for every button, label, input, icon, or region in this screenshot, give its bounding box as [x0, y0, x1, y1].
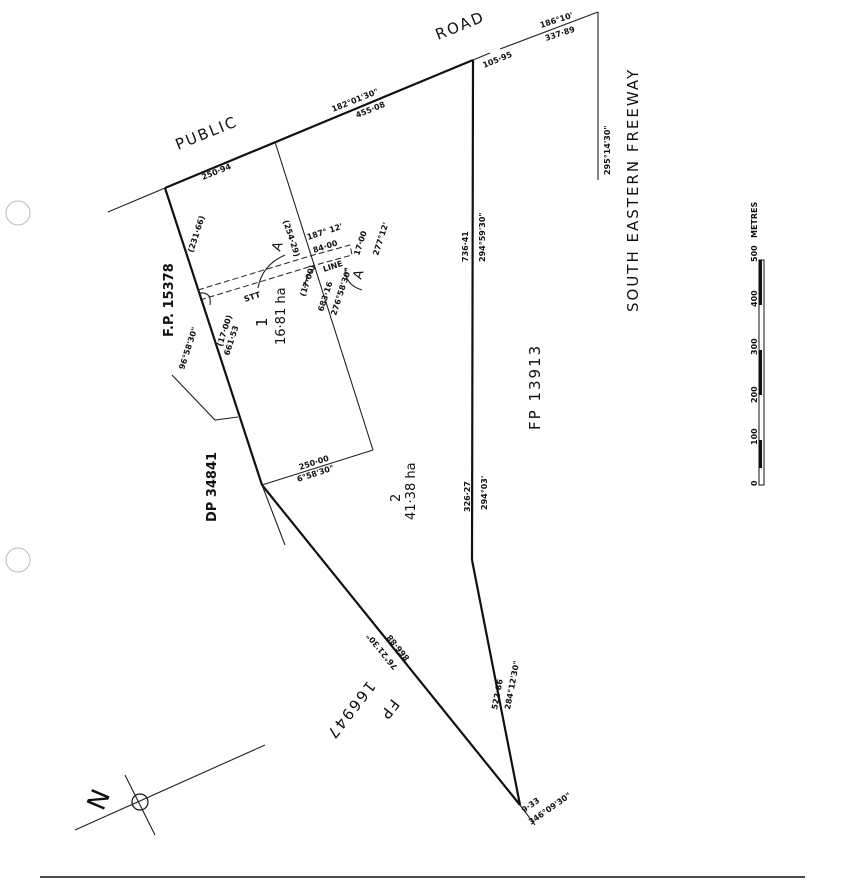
east-boundary-lower — [470, 559, 522, 806]
svg-text:250·94: 250·94 — [200, 162, 232, 182]
svg-text:N: N — [82, 785, 117, 815]
adjoining-boundary — [171, 374, 239, 421]
svg-text:A: A — [351, 268, 368, 281]
scale-tick-label: 100 — [750, 428, 759, 445]
svg-text:187° 12': 187° 12' — [306, 222, 344, 242]
lot-number: 2 — [389, 494, 404, 502]
svg-text:17·00: 17·00 — [352, 229, 369, 256]
north-arrow-icon: N — [74, 744, 266, 836]
leader-arrow-icon — [304, 267, 316, 289]
road-boundary-east — [499, 11, 599, 50]
punch-hole — [5, 547, 31, 573]
boundary-extension — [519, 804, 536, 826]
easement-line — [309, 244, 353, 267]
west-boundary — [163, 187, 264, 486]
adjoining-fp166947: 166947 — [322, 678, 379, 744]
section-arrow-icon — [344, 267, 363, 291]
road-boundary-gap — [472, 52, 491, 61]
svg-text:326·27: 326·27 — [463, 481, 472, 512]
svg-text:346°09'30": 346°09'30" — [527, 791, 573, 827]
road-boundary-west — [107, 187, 166, 213]
lot-number: 1 — [253, 315, 271, 327]
svg-text:522·86: 522·86 — [490, 678, 505, 710]
easement-line — [197, 255, 311, 291]
svg-text:A: A — [270, 240, 287, 253]
scale-tick-label: 0 — [750, 480, 759, 486]
easement-line — [199, 265, 313, 301]
adjoining-fp166947: FP — [375, 696, 403, 724]
adjoining-fp15378: F.P. 15378 — [162, 263, 177, 337]
svg-text:STT: STT — [243, 290, 262, 304]
road-boundary — [164, 58, 474, 190]
road-label-public: PUBLIC — [173, 112, 241, 153]
lot1-east-boundary — [274, 141, 374, 451]
svg-text:(17·00): (17·00) — [298, 264, 317, 298]
punch-hole — [5, 200, 31, 226]
svg-text:277°12': 277°12' — [371, 221, 390, 256]
svg-text:294°59'30": 294°59'30" — [478, 212, 487, 262]
svg-text:84·00: 84·00 — [312, 238, 339, 255]
leader-arrow-icon — [199, 292, 211, 306]
svg-text:(231·66): (231·66) — [186, 215, 206, 254]
lot-area: 41·38 ha — [404, 462, 419, 520]
scale-tick-label: 200 — [750, 386, 759, 403]
east-boundary — [470, 59, 475, 561]
boundary-extension — [261, 484, 286, 546]
svg-text:736·41: 736·41 — [461, 231, 470, 262]
scale-tick-label: 500 — [750, 245, 759, 262]
lot-area: 16·81 ha — [274, 287, 289, 345]
adjoining-dp34841: DP 34841 — [205, 452, 220, 522]
scale-tick-label: 300 — [750, 338, 759, 355]
svg-text:276°58'30": 276°58'30" — [329, 267, 353, 317]
freeway-label: SOUTH EASTERN FREEWAY — [624, 68, 642, 312]
road-label-road: ROAD — [433, 8, 488, 44]
adjoining-fp13913: FP 13913 — [526, 344, 544, 430]
scale-tick-label: 400 — [750, 290, 759, 307]
scale-unit: METRES — [750, 201, 759, 238]
svg-text:LINE: LINE — [322, 259, 344, 274]
diagonal-boundary — [261, 484, 521, 806]
lot1-south-boundary — [261, 449, 374, 486]
svg-text:96°58'30": 96°58'30" — [177, 326, 199, 371]
section-arrow-icon — [257, 254, 286, 289]
scale-bar: 0 100 200 300 400 500 METRES — [750, 201, 765, 486]
svg-text:284°12'30": 284°12'30" — [503, 660, 521, 710]
svg-text:105·95: 105·95 — [481, 50, 513, 70]
svg-text:295°14'30": 295°14'30" — [603, 125, 612, 175]
svg-text:294°03': 294°03' — [480, 476, 489, 510]
